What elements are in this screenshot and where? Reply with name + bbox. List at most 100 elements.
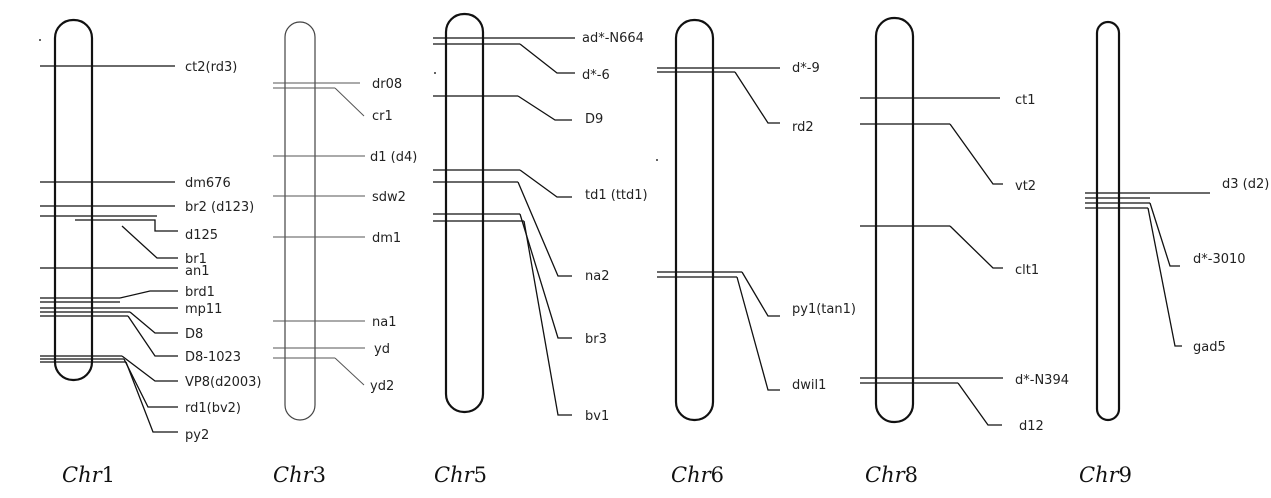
gene-label: d12 [1019, 419, 1044, 434]
chromosome-body [53, 18, 94, 382]
speck [656, 159, 658, 161]
marker-gad5: gad5 [1085, 207, 1226, 355]
chromosome-chr3: dr08 cr1 d1 (d4) sdw2 dm1 na1 yd [273, 21, 417, 487]
gene-label: sdw2 [372, 190, 406, 205]
marker-dwil1: dwil1 [657, 276, 826, 393]
gene-label: bv1 [585, 409, 609, 424]
marker-dm1: dm1 [273, 231, 401, 246]
marker-ct2-rd3: ct2(rd3) [40, 60, 237, 75]
gene-label: na2 [585, 269, 609, 284]
chromosome-chr9: d3 (d2) d*-3010 gad5 Chr9 [1079, 20, 1269, 487]
gene-label: d1 (d4) [370, 150, 417, 165]
marker-d-n394: d*-N394 [860, 373, 1069, 388]
gene-label: D9 [585, 112, 603, 127]
marker-py1: py1(tan1) [657, 271, 856, 317]
gene-label: dr08 [372, 77, 402, 92]
gene-label: td1 (ttd1) [585, 188, 648, 203]
marker-d1: d1 (d4) [273, 150, 417, 165]
gene-label: d3 (d2) [1222, 177, 1269, 192]
marker-d-3010: d*-3010 [1085, 197, 1246, 267]
marker-yd: yd [273, 342, 390, 357]
marker-rd1: rd1(bv2) [40, 358, 241, 416]
chromosome-chr5: ad*-N664 d*-6 D9 td1 (ttd1) na2 br3 [433, 12, 648, 487]
chromosome-label: Chr9 [1079, 463, 1132, 487]
marker-d8: D8 [40, 311, 203, 342]
marker-d-6: d*-6 [433, 43, 610, 83]
marker-mp11: mp11 [40, 301, 222, 317]
chromosome-label: Chr3 [273, 463, 326, 487]
gene-label: d125 [185, 228, 218, 243]
gene-label: gad5 [1193, 340, 1226, 355]
chromosome-label: Chr8 [865, 463, 918, 487]
gene-label: na1 [372, 315, 396, 330]
marker-clt1: clt1 [860, 225, 1039, 278]
marker-yd2: yd2 [273, 357, 394, 394]
gene-label: dm1 [372, 231, 401, 246]
marker-ct1: ct1 [860, 93, 1036, 108]
gene-label: rd2 [792, 120, 814, 135]
gene-label: br3 [585, 332, 607, 347]
gene-label: clt1 [1015, 263, 1039, 278]
marker-ad-n664: ad*-N664 [433, 31, 644, 46]
gene-label: brd1 [185, 285, 215, 300]
marker-rd2: rd2 [657, 71, 814, 135]
marker-na2: na2 [433, 181, 609, 284]
gene-label: dm676 [185, 176, 231, 191]
chromosome-chr1: ct2(rd3) dm676 br2 (d123) d125 br1 an1 b… [40, 18, 261, 487]
marker-d9: D9 [433, 95, 603, 127]
gene-label: mp11 [185, 302, 222, 317]
marker-d8-1023: D8-1023 [40, 315, 241, 365]
chromosome-label: Chr1 [62, 463, 115, 487]
marker-na1: na1 [273, 315, 396, 330]
chromosome-body [284, 21, 316, 421]
gene-label: VP8(d2003) [185, 375, 261, 390]
gene-label: py2 [185, 428, 209, 443]
marker-sdw2: sdw2 [273, 190, 406, 205]
gene-label: rd1(bv2) [185, 401, 241, 416]
marker-d125: d125 [40, 215, 218, 243]
chromosome-label: Chr6 [671, 463, 724, 487]
chromosome-body [874, 16, 915, 424]
marker-bv1: bv1 [433, 220, 609, 424]
marker-d12: d12 [860, 382, 1044, 434]
marker-d-9: d*-9 [657, 61, 820, 76]
gene-label: dwil1 [792, 378, 826, 393]
gene-label: an1 [185, 264, 209, 279]
gene-label: d*-6 [582, 68, 610, 83]
marker-py2: py2 [40, 361, 209, 443]
gene-label: ct2(rd3) [185, 60, 237, 75]
gene-label: D8 [185, 327, 203, 342]
gene-label: ad*-N664 [582, 31, 644, 46]
gene-label: br2 (d123) [185, 200, 254, 215]
speck [434, 72, 436, 74]
gene-label: cr1 [372, 109, 393, 124]
marker-br2: br2 (d123) [40, 200, 254, 215]
marker-dm676: dm676 [40, 176, 231, 191]
gene-label: d*-3010 [1193, 252, 1246, 267]
gene-label: D8-1023 [185, 350, 241, 365]
gene-label: vt2 [1015, 179, 1036, 194]
gene-label: py1(tan1) [792, 302, 856, 317]
chromosome-body [1095, 20, 1121, 422]
gene-label: ct1 [1015, 93, 1036, 108]
marker-br3: br3 [433, 213, 607, 347]
gene-label: d*-9 [792, 61, 820, 76]
speck [39, 39, 41, 41]
chromosome-body [444, 12, 485, 414]
chromosome-chr8: ct1 vt2 clt1 d*-N394 d12 Chr8 [860, 16, 1069, 487]
gene-label: yd [374, 342, 390, 357]
chromosome-chr6: d*-9 rd2 py1(tan1) dwil1 Chr6 [657, 18, 856, 487]
marker-dr08: dr08 [273, 77, 402, 92]
gene-label: d*-N394 [1015, 373, 1069, 388]
marker-vt2: vt2 [860, 123, 1036, 194]
marker-d3: d3 (d2) [1085, 177, 1269, 194]
marker-brd1: brd1 [40, 285, 215, 300]
marker-an1: an1 [40, 264, 209, 279]
marker-br1: br1 [121, 225, 207, 267]
marker-cr1: cr1 [273, 87, 393, 124]
chromosome-label: Chr5 [434, 463, 487, 487]
gene-label: yd2 [370, 379, 394, 394]
chromosome-body [674, 18, 715, 422]
marker-td1: td1 (ttd1) [433, 169, 648, 203]
